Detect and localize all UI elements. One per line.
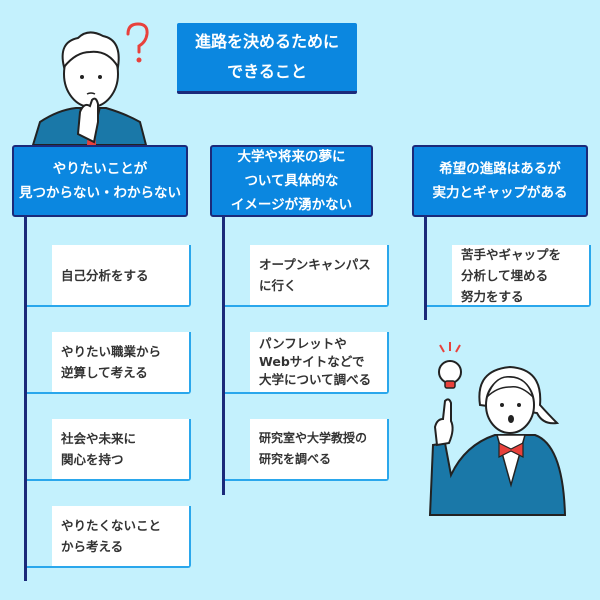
list-item: 社会や未来に 関心を持つ — [52, 419, 189, 479]
category-1-line-1: やりたいことが — [52, 161, 148, 177]
item-bracket — [27, 419, 191, 481]
item-text: 自己分析をする — [61, 267, 149, 283]
list-item: 苦手やギャップを 分析して埋める 努力をする — [452, 245, 589, 305]
category-3-line-2: 実力とギャップがある — [432, 185, 568, 201]
item-bracket — [27, 506, 191, 568]
item-text: に行く — [259, 278, 297, 293]
category-2-line-3: イメージが湧かない — [230, 197, 353, 213]
list-item: やりたくないこと から考える — [52, 506, 189, 566]
item-text: 分析して埋める — [461, 267, 549, 283]
title-line-1: 進路を決めるために — [194, 32, 339, 51]
category-box-2: 大学や将来の夢に ついて具体的な イメージが湧かない — [210, 145, 373, 217]
item-text: 苦手やギャップを — [461, 246, 562, 262]
question-mark-icon — [126, 22, 149, 54]
item-text: から考える — [61, 539, 124, 554]
list-item: 研究室や大学教授の 研究を調べる — [250, 419, 387, 479]
category-3-line-1: 希望の進路はあるが — [439, 161, 561, 177]
item-bracket — [27, 245, 191, 307]
page-title: 進路を決めるために できること — [177, 23, 357, 94]
item-bracket — [225, 332, 389, 394]
category-box-3: 希望の進路はあるが 実力とギャップがある — [412, 145, 588, 217]
category-2-line-2: ついて具体的な — [244, 173, 339, 189]
item-text: 研究を調べる — [259, 452, 332, 466]
item-text: やりたくないこと — [61, 518, 162, 533]
category-1-line-2: 見つからない・わからない — [19, 185, 181, 201]
item-text: Webサイトなどで — [259, 354, 365, 369]
item-text: 社会や未来に — [61, 431, 137, 446]
idea-student-illustration — [428, 342, 567, 516]
connector-line-1 — [24, 217, 27, 581]
item-bracket — [225, 419, 389, 481]
item-bracket — [225, 245, 389, 307]
item-text: 関心を持つ — [61, 452, 124, 467]
item-text: 努力をする — [461, 288, 524, 304]
item-bracket — [427, 245, 591, 307]
item-text: やりたい職業から — [61, 344, 162, 359]
list-item: パンフレットや Webサイトなどで 大学について調べる — [250, 332, 387, 392]
item-text: 研究室や大学教授の — [259, 431, 368, 445]
category-2-line-1: 大学や将来の夢に — [237, 149, 346, 165]
title-line-2: できること — [227, 62, 307, 81]
item-text: オープンキャンパス — [259, 257, 371, 272]
item-text: パンフレットや — [259, 336, 347, 351]
confused-student-illustration — [31, 22, 149, 147]
connector-line-3 — [424, 217, 427, 320]
lightbulb-icon — [438, 342, 462, 389]
list-item: やりたい職業から 逆算して考える — [52, 332, 189, 392]
category-box-1: やりたいことが 見つからない・わからない — [12, 145, 188, 217]
list-item: 自己分析をする — [52, 245, 189, 305]
item-bracket — [27, 332, 191, 394]
list-item: オープンキャンパス に行く — [250, 245, 387, 305]
connector-line-2 — [222, 217, 225, 495]
item-text: 大学について調べる — [259, 372, 372, 387]
item-text: 逆算して考える — [61, 365, 148, 380]
